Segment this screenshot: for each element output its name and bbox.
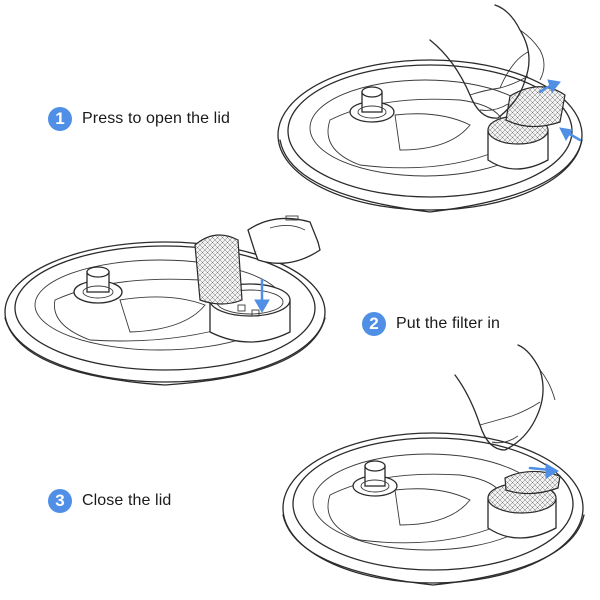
hand-icon — [454, 344, 556, 451]
step-label: Put the filter in — [396, 315, 500, 332]
arrow-icon-close — [528, 463, 559, 479]
tray-illustration-step-1 — [277, 4, 583, 213]
step-2: 2 Put the filter in — [362, 312, 500, 336]
pump-knob — [352, 460, 398, 497]
filter-box-open — [194, 234, 291, 343]
arrow-icon-press — [559, 127, 582, 142]
arrow-icon-lift — [538, 79, 561, 94]
step-label: Press to open the lid — [82, 110, 230, 127]
step-label: Close the lid — [82, 492, 172, 509]
step-number-badge: 3 — [48, 489, 72, 513]
pump-knob — [73, 266, 123, 304]
step-3: 3 Close the lid — [48, 489, 171, 513]
tray-illustration-step-2 — [4, 215, 326, 386]
step-1: 1 Press to open the lid — [48, 107, 230, 131]
step-number-badge: 2 — [362, 312, 386, 336]
filter-box — [487, 86, 566, 170]
hand-icon — [429, 4, 545, 119]
arrow-icon-insert — [254, 278, 270, 313]
pump-knob — [349, 86, 395, 123]
tray-illustration-step-3 — [282, 344, 585, 586]
filter-box-closed — [487, 470, 561, 539]
step-number-badge: 1 — [48, 107, 72, 131]
filter-cartridge — [247, 215, 321, 264]
